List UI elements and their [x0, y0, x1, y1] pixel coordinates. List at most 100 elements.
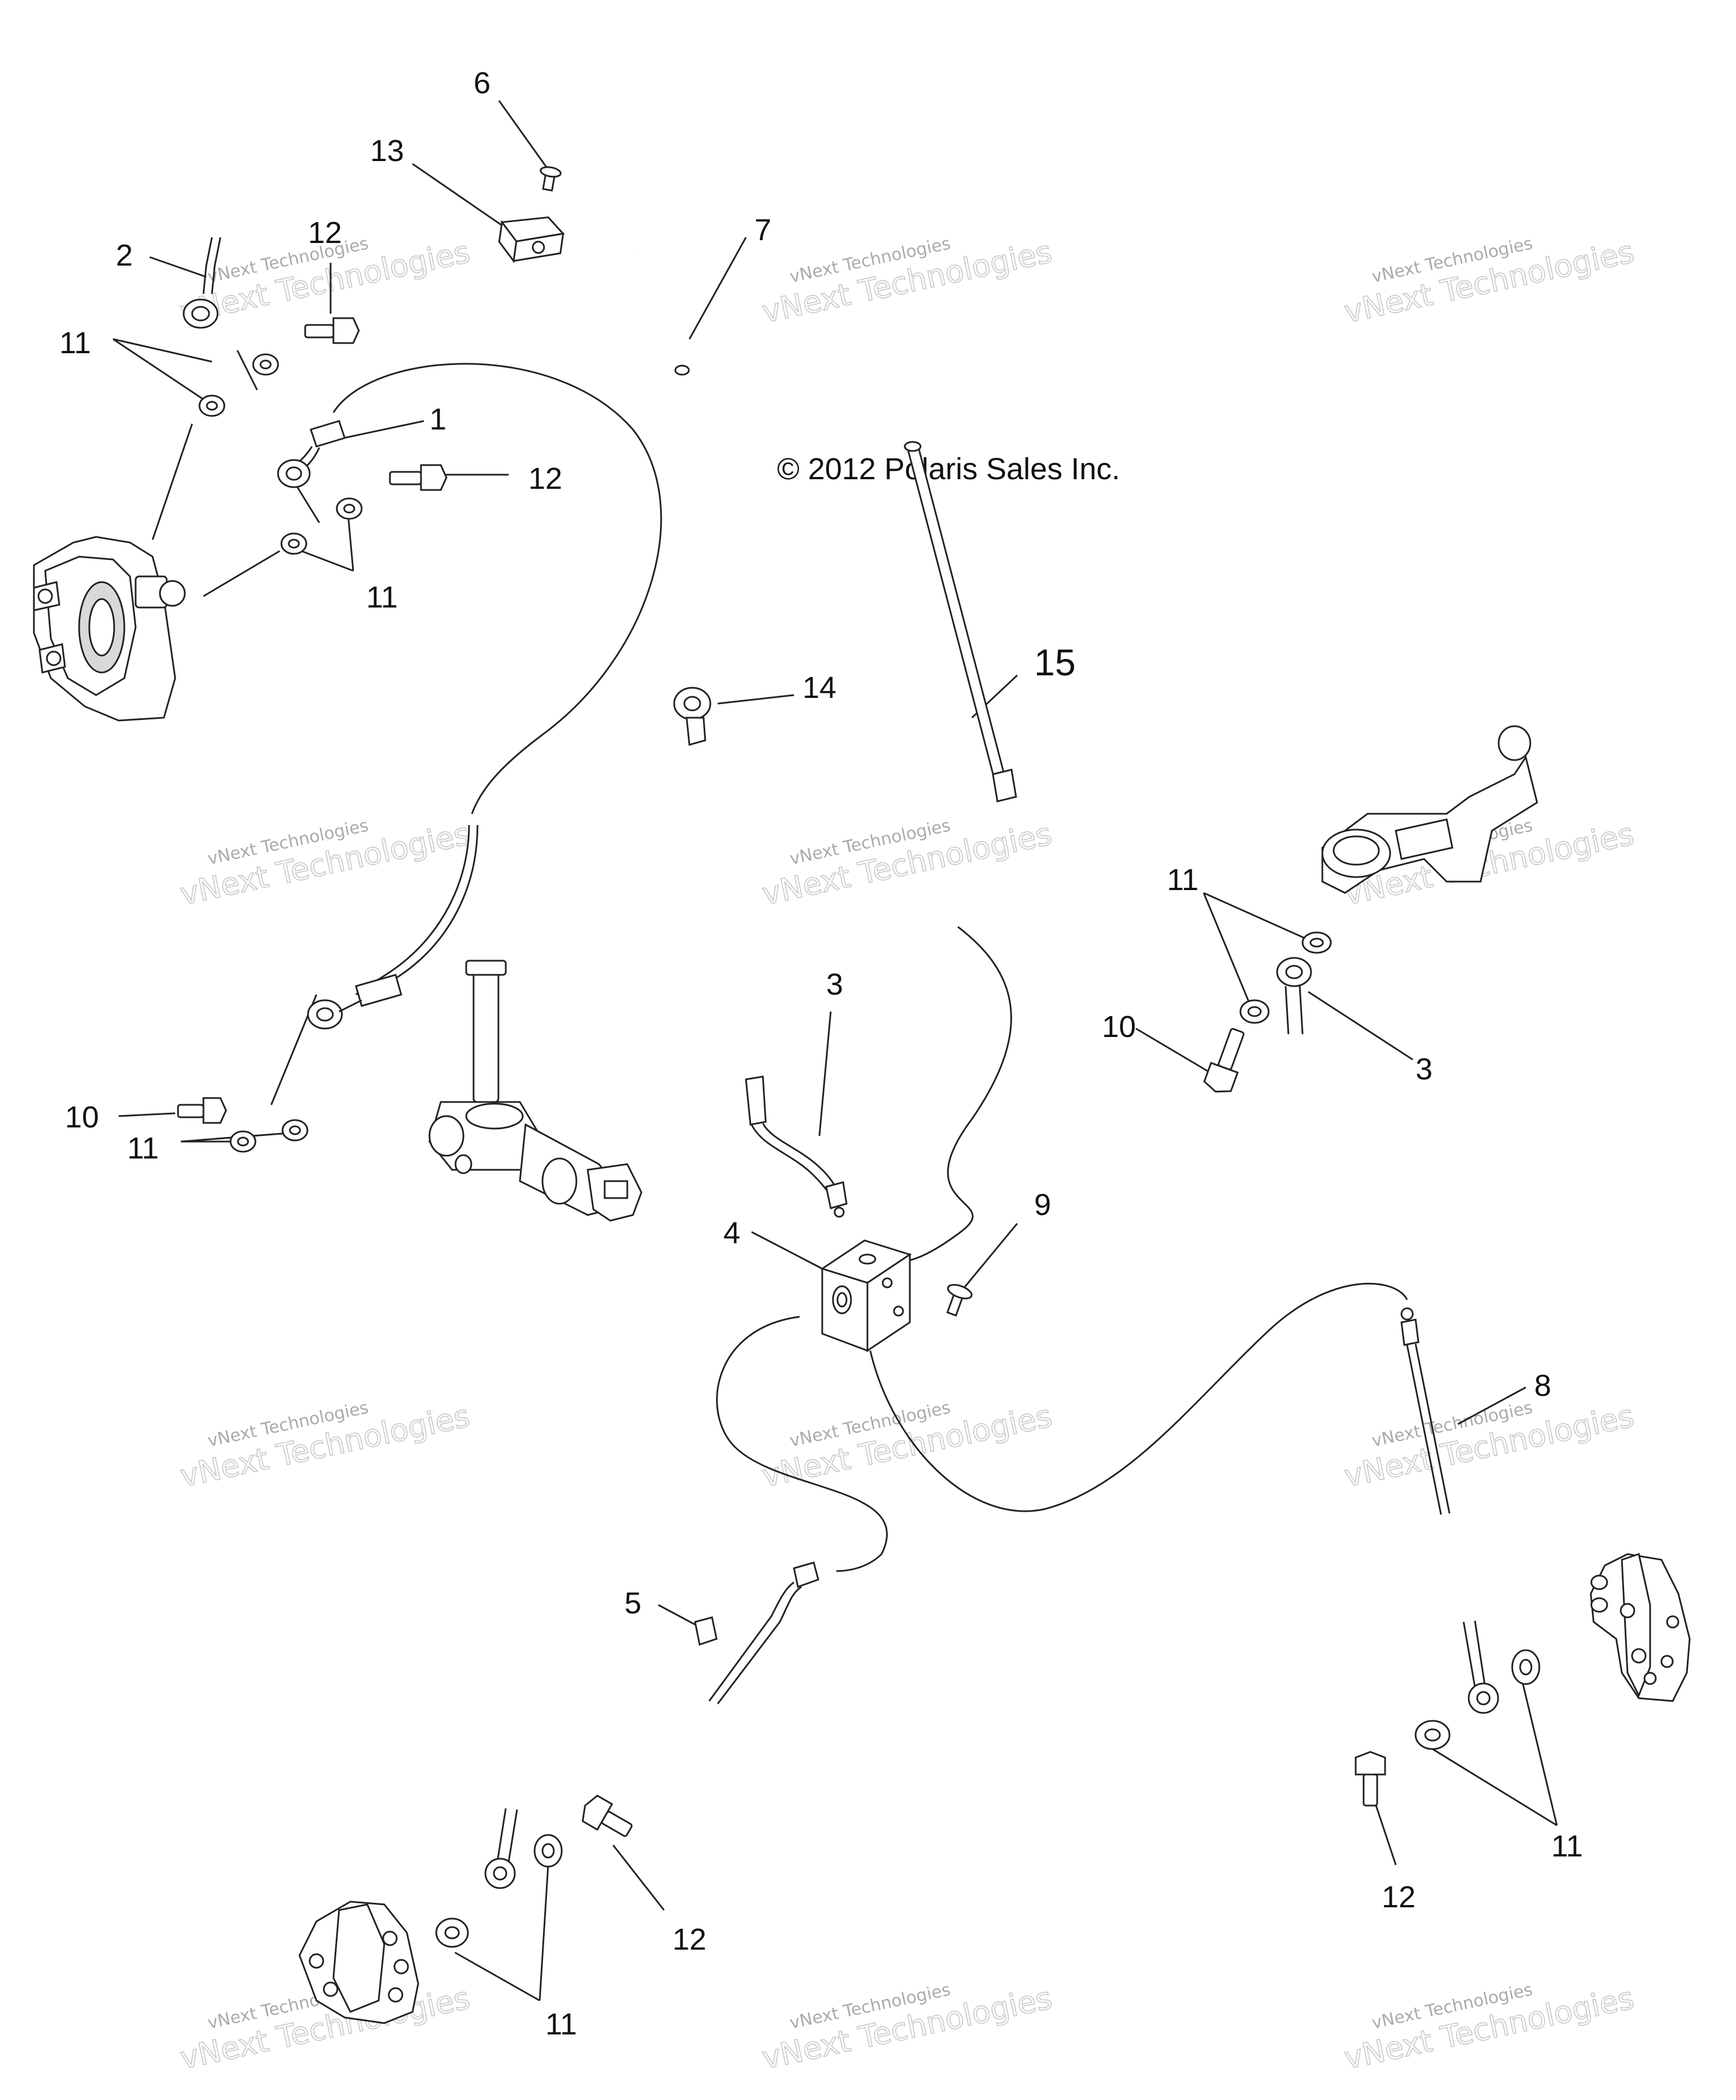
leader-7 [688, 237, 747, 340]
leader-3b [1308, 991, 1413, 1061]
leader-11c-1 [1203, 892, 1312, 942]
part-3b-banjo [1276, 957, 1312, 1035]
caliper-rear-right [1590, 1553, 1691, 1702]
watermark-5: vNext Technologies vNext Technologies [759, 815, 1056, 913]
leader-11e-1 [1432, 1748, 1557, 1826]
part-11d-washer-1-hole [237, 1136, 249, 1147]
part-8-hose [1400, 1307, 1451, 1515]
brake-line-1 [332, 363, 662, 814]
callout-11e: 11 [1551, 1829, 1583, 1863]
callout-11b: 11 [366, 580, 398, 614]
brake-line-center-upper [909, 926, 1012, 1261]
callout-11f: 11 [545, 2007, 577, 2041]
caliper-rear-left [298, 1901, 419, 2024]
part-11a-washer-1-hole [259, 359, 272, 370]
master-cylinder-handlebar [1321, 725, 1538, 894]
leader-caliper-3 [203, 550, 280, 597]
leader-11f-2 [539, 1864, 549, 2001]
master-cylinder-foot [428, 960, 643, 1222]
caliper-front-left [33, 536, 186, 722]
callout-13: 13 [370, 134, 404, 168]
part-2-banjo [183, 237, 222, 329]
part-11b-washer-2-hole [288, 539, 300, 549]
part-14-fitting [673, 687, 711, 746]
leader-11c-2 [1203, 892, 1253, 1009]
callout-3a: 3 [826, 967, 843, 1001]
watermark-4: vNext Technologies vNext Technologies [177, 815, 474, 913]
callout-3b: 3 [1416, 1052, 1433, 1086]
callout-9: 9 [1034, 1188, 1051, 1222]
part-10b-bolt [177, 1097, 227, 1124]
leader-11a-3 [236, 350, 258, 391]
callout-10b: 10 [65, 1100, 99, 1134]
leader-11b-2 [293, 547, 354, 572]
rear-right-banjo [1462, 1620, 1499, 1714]
copyright-text: © 2012 Polaris Sales Inc. [777, 452, 1120, 486]
callout-11d: 11 [127, 1131, 159, 1165]
brake-lines [332, 363, 1408, 1572]
leader-11a-2 [112, 338, 207, 402]
brake-line-lower-left [716, 1316, 888, 1572]
part-9-bolt [946, 1284, 973, 1317]
callout-12d: 12 [672, 1923, 706, 1956]
part-6-screw [540, 166, 562, 192]
part-3a-line [745, 1075, 848, 1218]
leader-8 [1457, 1386, 1526, 1425]
watermark-7: vNext Technologies vNext Technologies [177, 1398, 474, 1495]
callout-7: 7 [754, 213, 771, 247]
watermark-2: vNext Technologies vNext Technologies [759, 233, 1056, 331]
leader-14 [717, 694, 795, 705]
part-12b-bolt [389, 464, 448, 491]
part-12c-bolt [1355, 1751, 1386, 1807]
callout-12a: 12 [308, 216, 342, 250]
watermark-12: vNext Technologies vNext Technologies [1341, 1980, 1638, 2077]
part-11c-washer-1-hole [1309, 938, 1324, 948]
part-1-banjo-hose [277, 420, 346, 488]
part-11e-washer-1-hole [1519, 1659, 1533, 1676]
watermark-9: vNext Technologies vNext Technologies [1341, 1398, 1638, 1495]
watermark-11: vNext Technologies vNext Technologies [759, 1980, 1056, 2077]
callout-15: 15 [1034, 641, 1075, 683]
leader-caliper-2 [296, 485, 320, 523]
part-11e-washer-2-hole [1424, 1728, 1441, 1742]
leader-4 [751, 1231, 823, 1270]
leader-11a-1 [112, 338, 212, 363]
callout-11a: 11 [59, 326, 91, 360]
part-4-block [820, 1239, 912, 1352]
part-11d-washer-2-hole [289, 1125, 301, 1135]
part-11a-washer-2-hole [206, 401, 218, 411]
callout-2: 2 [116, 238, 133, 272]
leader-12c [1372, 1797, 1397, 1865]
part-11f-washer-2-hole [444, 1926, 460, 1940]
leader-11e-2 [1522, 1684, 1558, 1826]
callouts: 6 13 7 2 12 11 1 12 11 14 15 3 11 10 3 1… [59, 66, 1583, 2041]
leader-lines [112, 100, 1558, 2002]
callout-8: 8 [1534, 1369, 1551, 1403]
leader-9 [962, 1223, 1018, 1289]
watermarks: vNext Technologies vNext Technologies vN… [177, 233, 1638, 2077]
foot-mc-banjo [307, 974, 402, 1030]
part-12d-bolt [581, 1794, 633, 1837]
leader-caliper-1 [151, 423, 193, 540]
callout-5: 5 [624, 1586, 641, 1620]
callout-1: 1 [429, 402, 446, 436]
part-10a-bolt [1203, 1028, 1245, 1093]
watermark-8: vNext Technologies vNext Technologies [759, 1398, 1056, 1495]
watermark-3: vNext Technologies vNext Technologies [1341, 233, 1638, 331]
part-12a-bolt [304, 317, 360, 344]
callout-6: 6 [474, 66, 491, 100]
callout-11c: 11 [1167, 863, 1199, 897]
leader-2 [149, 256, 207, 278]
part-5-hose [694, 1561, 819, 1704]
leader-10b [118, 1112, 176, 1117]
leader-1 [330, 420, 424, 442]
part-11c-washer-2-hole [1247, 1006, 1262, 1017]
part-11f-washer-1-hole [541, 1843, 555, 1859]
callout-10a: 10 [1102, 1010, 1136, 1044]
callout-12b: 12 [528, 462, 562, 496]
leader-3a [818, 1011, 832, 1136]
part-11b-washer-1-hole [343, 504, 355, 514]
leader-11f-1 [454, 1951, 540, 2002]
rear-left-banjo [484, 1808, 518, 1889]
